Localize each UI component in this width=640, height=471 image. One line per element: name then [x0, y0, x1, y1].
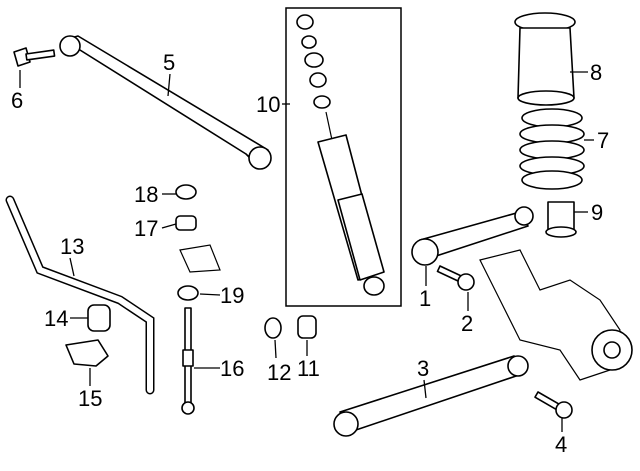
callout-3: 3 — [417, 356, 429, 381]
leader-lines — [19, 70, 594, 432]
cushion-18 — [175, 184, 197, 200]
callout-2: 2 — [461, 311, 473, 336]
callout-11: 11 — [297, 356, 320, 381]
lower-control-arm-1 — [411, 206, 534, 266]
callout-15: 15 — [78, 386, 102, 411]
callout-19: 19 — [220, 283, 244, 308]
bushing-11 — [297, 315, 317, 339]
stabilizer-link — [181, 307, 195, 415]
callout-17: 17 — [134, 216, 158, 241]
bump-stopper — [545, 201, 577, 238]
callout-12: 12 — [267, 360, 291, 385]
callout-4: 4 — [555, 432, 567, 457]
callout-18: 18 — [134, 182, 158, 207]
bolt-6 — [13, 47, 56, 67]
lower-control-arm-3 — [333, 355, 529, 437]
shock-absorber — [296, 14, 385, 296]
callout-8: 8 — [590, 60, 602, 85]
frame-bracket — [179, 244, 221, 273]
callout-16: 16 — [220, 356, 244, 381]
shock-assembly-box — [285, 7, 402, 307]
callout-7: 7 — [597, 128, 609, 153]
upper-control-arm — [59, 35, 272, 170]
stabilizer-bushing — [87, 304, 111, 332]
stabilizer-bar — [5, 195, 155, 395]
callout-14: 14 — [44, 306, 68, 331]
bolt-2 — [436, 265, 475, 291]
callout-5: 5 — [163, 50, 175, 75]
callout-6: 6 — [11, 88, 23, 113]
cushion-17 — [175, 215, 197, 231]
callout-13: 13 — [60, 234, 84, 259]
callout-1: 1 — [419, 286, 431, 311]
callout-10: 10 — [256, 92, 280, 117]
spring-insulator — [514, 12, 576, 106]
bushing-bracket — [65, 339, 109, 367]
coil-spring — [519, 108, 585, 190]
axle-housing — [479, 249, 633, 381]
bolt-4 — [534, 391, 573, 419]
cushion-19 — [177, 285, 199, 301]
washer-12 — [264, 317, 282, 339]
callout-9: 9 — [591, 200, 603, 225]
